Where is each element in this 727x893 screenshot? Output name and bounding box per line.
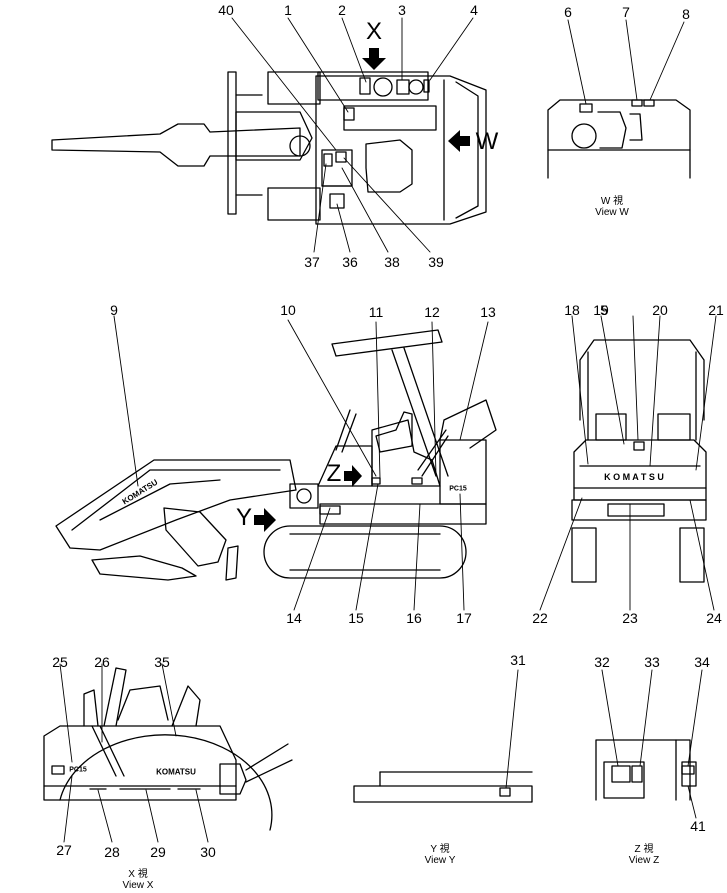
callout-30: 30 [200, 844, 216, 860]
view-x-caption-jp: X 視 [128, 869, 148, 880]
callout-11: 11 [368, 304, 384, 320]
callout-39: 39 [428, 254, 444, 270]
callout-13: 13 [480, 304, 496, 320]
view-x-drawing [43, 667, 293, 831]
callout-34: 34 [694, 654, 710, 670]
view-w-caption-en: View W [595, 207, 629, 218]
view-y-caption-en: View Y [424, 855, 456, 866]
callout-24: 24 [706, 610, 722, 626]
view-w-body [547, 99, 691, 179]
view-z-caption: Z 視 View Z [629, 844, 659, 866]
callout-12: 12 [424, 304, 440, 320]
callout-14: 14 [286, 610, 302, 626]
side-view-drawing [55, 329, 497, 581]
callout-28: 28 [104, 844, 120, 860]
arrow-z [344, 465, 362, 487]
callout-41: 41 [690, 818, 706, 834]
callout-18: 18 [564, 302, 580, 318]
callout-33: 33 [644, 654, 660, 670]
view-x-body [43, 725, 237, 801]
side-view-leaders [113, 315, 489, 611]
view-x-caption: X 視 View X [123, 869, 154, 891]
callout-1: 1 [284, 2, 292, 18]
callout-3: 3 [398, 2, 406, 18]
callout-16: 16 [406, 610, 422, 626]
upper-structure [315, 75, 487, 225]
track-bottom [267, 187, 321, 221]
callout-2: 2 [338, 2, 346, 18]
view-y-caption: Y 視 View Y [425, 844, 456, 866]
view-w-caption-jp: W 視 [600, 196, 624, 207]
callout-23: 23 [622, 610, 638, 626]
view-x-brand-decal: KOMATSU [156, 767, 196, 777]
callout-38: 38 [384, 254, 400, 270]
callout-20: 20 [652, 302, 668, 318]
callout-26: 26 [94, 654, 110, 670]
callout-37: 37 [304, 254, 320, 270]
view-y-body [353, 785, 533, 803]
callout-17: 17 [456, 610, 472, 626]
callout-22: 22 [532, 610, 548, 626]
top-view-drawing [51, 71, 487, 225]
view-arrow-y-label: Y [235, 504, 253, 531]
side-bucket [163, 507, 227, 567]
side-track [263, 525, 467, 579]
callout-5: 5 [600, 302, 608, 318]
track-top [267, 71, 321, 105]
callout-36: 36 [342, 254, 358, 270]
rear-body [573, 439, 707, 501]
view-z-drawing [595, 739, 697, 801]
side-canopy [331, 329, 443, 357]
callout-4: 4 [470, 2, 478, 18]
view-arrows [254, 48, 470, 532]
counterweight-brand-decal: K O M A T S U [604, 472, 664, 482]
engine-hood [317, 71, 429, 101]
callout-25: 25 [52, 654, 68, 670]
top-view-leaders [231, 17, 474, 253]
rear-view-drawing [571, 339, 707, 583]
callout-19: 19 [593, 302, 609, 318]
view-z-caption-en: View Z [628, 855, 660, 866]
callout-9: 9 [110, 302, 118, 318]
view-arrow-x-label: X [365, 18, 383, 45]
callout-8: 8 [682, 6, 690, 22]
view-arrow-z-label: Z [326, 460, 342, 487]
rear-canopy [579, 339, 705, 421]
view-z-caption-jp: Z 視 [634, 844, 654, 855]
callout-6: 6 [564, 4, 572, 20]
callout-7: 7 [622, 4, 630, 20]
arrow-w [448, 130, 470, 152]
view-arrow-w-label: W [475, 128, 499, 155]
operator-seat [365, 139, 413, 193]
side-boom [55, 459, 297, 551]
side-seat [375, 411, 413, 453]
view-y-drawing [353, 771, 533, 803]
callout-40: 40 [218, 2, 234, 18]
callout-21: 21 [708, 302, 724, 318]
callout-31: 31 [510, 652, 526, 668]
view-x-model-decal: PC15 [69, 766, 87, 774]
arrow-y [254, 508, 276, 532]
view-x-caption-en: View X [122, 880, 154, 891]
view-w-drawing [547, 99, 691, 179]
callout-32: 32 [594, 654, 610, 670]
dozer-blade-shape [227, 71, 237, 215]
callout-29: 29 [150, 844, 166, 860]
callout-10: 10 [280, 302, 296, 318]
view-w-caption: W 視 View W [595, 196, 629, 218]
side-model-decal: PC15 [449, 485, 467, 493]
arrow-x [362, 48, 386, 70]
view-y-caption-jp: Y 視 [430, 844, 450, 855]
callout-35: 35 [154, 654, 170, 670]
callout-15: 15 [348, 610, 364, 626]
callout-27: 27 [56, 842, 72, 858]
